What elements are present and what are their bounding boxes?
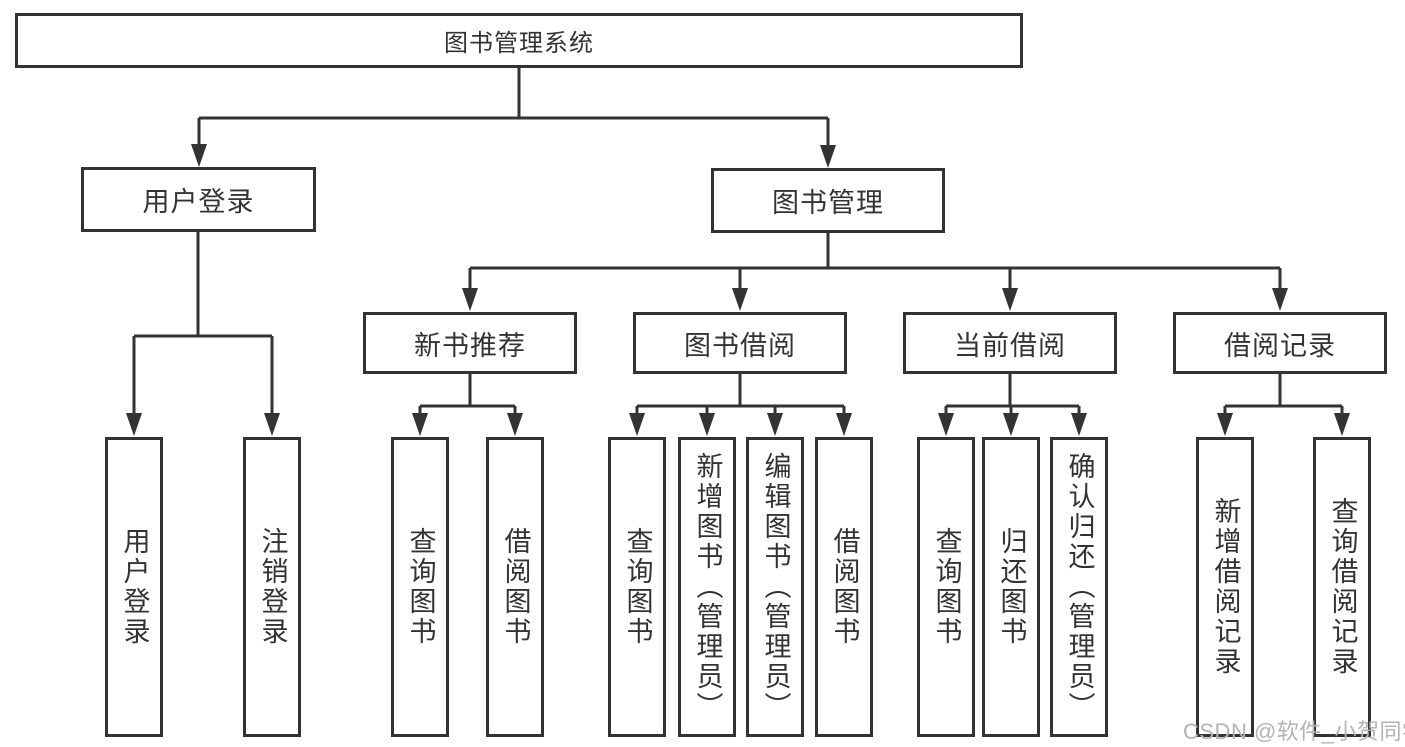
arrow-icon: [820, 145, 836, 168]
node-label: 查询图书: [405, 527, 436, 647]
node-leaf-edit-book-admin: 编辑图书（管理员）: [746, 437, 804, 737]
arrow-icon: [264, 413, 280, 436]
connector-userlogin-to-children: [132, 232, 274, 414]
arrowheads: [126, 144, 1350, 436]
arrow-icon: [191, 144, 207, 167]
arrow-icon: [507, 413, 523, 436]
node-leaf-confirm-return-admin: 确认归还（管理员）: [1050, 437, 1108, 737]
arrow-icon: [126, 413, 142, 436]
connector-lines: [132, 68, 1344, 414]
arrow-icon: [412, 413, 428, 436]
node-label: 注销登录: [257, 527, 288, 647]
node-new-book-recommend: 新书推荐: [363, 312, 577, 374]
node-label: 确认归还（管理员）: [1064, 452, 1095, 722]
arrow-icon: [1002, 288, 1018, 311]
node-leaf-add-book-admin: 新增图书（管理员）: [678, 437, 736, 737]
node-label: 借阅图书: [500, 527, 531, 647]
arrow-icon: [699, 413, 715, 436]
arrow-icon: [1071, 413, 1087, 436]
node-leaf-logout: 注销登录: [243, 437, 301, 737]
node-borrow-records: 借阅记录: [1173, 312, 1387, 374]
node-label: 编辑图书（管理员）: [760, 452, 791, 722]
node-leaf-query-books-borrow: 查询图书: [608, 437, 666, 737]
node-leaf-add-borrow-record: 新增借阅记录: [1196, 437, 1254, 737]
node-label: 用户登录: [119, 527, 150, 647]
node-leaf-query-books-current: 查询图书: [917, 437, 975, 737]
connector-borrowrecord-to-children: [1223, 374, 1344, 414]
arrow-icon: [767, 413, 783, 436]
arrow-icon: [1334, 413, 1350, 436]
node-label: 借阅图书: [829, 527, 860, 647]
arrow-icon: [462, 288, 478, 311]
node-label: 新增借阅记录: [1210, 497, 1241, 677]
node-label: 归还图书: [996, 527, 1027, 647]
connector-bookborrow-to-children: [635, 374, 846, 414]
node-user-login: 用户登录: [81, 167, 316, 232]
connector-root-to-level2: [197, 68, 830, 146]
node-book-management: 图书管理: [711, 168, 945, 233]
node-current-borrow: 当前借阅: [903, 312, 1117, 374]
node-leaf-user-login: 用户登录: [105, 437, 163, 737]
arrow-icon: [1272, 288, 1288, 311]
arrow-icon: [1003, 413, 1019, 436]
arrow-icon: [1217, 413, 1233, 436]
arrow-icon: [938, 413, 954, 436]
connector-newbook-to-children: [418, 374, 517, 414]
arrow-icon: [836, 413, 852, 436]
arrow-icon: [629, 413, 645, 436]
node-leaf-borrow-books: 借阅图书: [815, 437, 873, 737]
arrow-icon: [732, 288, 748, 311]
node-label: 新增图书（管理员）: [692, 452, 723, 722]
node-leaf-return-book: 归还图书: [982, 437, 1040, 737]
node-book-borrow: 图书借阅: [633, 312, 847, 374]
csdn-watermark: CSDN @软件_小贺同学: [1183, 719, 1405, 744]
node-label: 查询图书: [931, 527, 962, 647]
node-label: 查询图书: [622, 527, 653, 647]
connector-bookmgmt-to-level3: [468, 233, 1282, 290]
node-root: 图书管理系统: [15, 13, 1023, 68]
node-leaf-borrow-books-recommend: 借阅图书: [486, 437, 544, 737]
node-label: 查询借阅记录: [1327, 497, 1358, 677]
node-leaf-query-books-recommend: 查询图书: [391, 437, 449, 737]
node-leaf-query-borrow-record: 查询借阅记录: [1313, 437, 1371, 737]
connector-currentborrow-to-children: [944, 374, 1081, 414]
